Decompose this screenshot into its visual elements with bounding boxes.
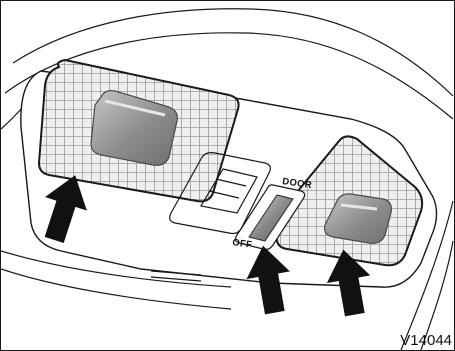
figure-code: V14044 (400, 332, 452, 350)
